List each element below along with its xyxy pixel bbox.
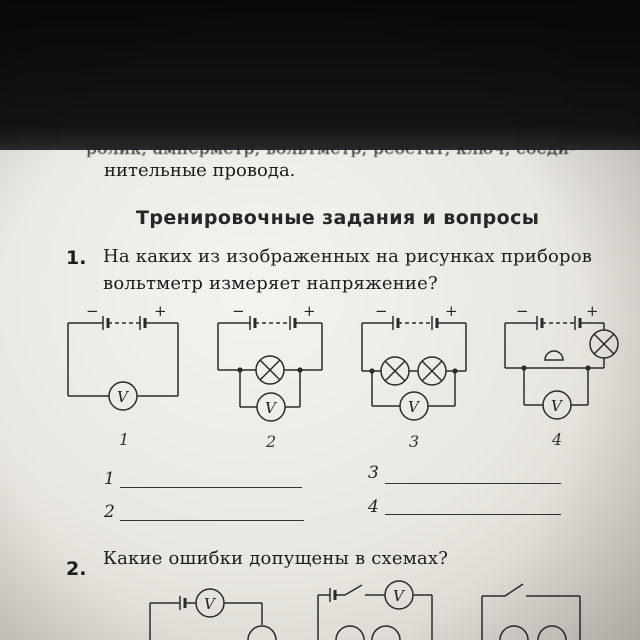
question-1-number: 1. [66,247,87,269]
q2-circuit-1: V [149,588,277,640]
answer-label-4: 4 [368,497,379,517]
voltmeter-icon [537,625,567,640]
voltmeter-symbol: V [393,587,406,605]
figure-label-3: 3 [409,432,420,451]
figure-label-2: 2 [266,432,277,451]
circuit-4: V − + [504,302,619,420]
plus-sign: + [445,302,458,320]
plus-sign: + [586,302,599,320]
answer-label-1: 1 [104,469,115,489]
voltmeter-symbol: V [551,397,564,415]
lamp-icon [247,625,277,640]
shadow-area [0,0,640,150]
circuit-1: V − + [67,302,179,411]
plus-sign: + [303,302,316,320]
voltmeter-symbol: V [408,398,421,416]
figure-label-1: 1 [119,430,130,449]
minus-sign: − [375,302,388,320]
section-heading: Тренировочные задания и вопросы [136,207,540,229]
intro-text-line: нительные провода. [104,160,296,181]
question-1-text-line-2: вольтметр измеряет напряжение? [103,273,438,294]
voltmeter-symbol: V [265,399,278,417]
answer-label-3: 3 [368,463,379,483]
lamp-icon [499,625,529,640]
figure-label-4: 4 [552,430,563,449]
answer-line-2[interactable] [120,520,304,521]
switch-icon [504,583,524,597]
switch-icon [344,584,363,596]
voltmeter-icon [399,391,429,421]
answer-line-4[interactable] [385,514,561,515]
lamp-icon [371,625,401,640]
circuit-3: V − + [361,302,467,421]
question-2-text: Какие ошибки допущены в схемах? [103,548,449,569]
answer-line-1[interactable] [120,487,302,488]
answer-label-2: 2 [104,502,115,522]
circuit-2: V − + [217,302,323,422]
voltmeter-icon [542,390,572,420]
answer-line-3[interactable] [385,483,561,484]
lamp-icon [335,625,365,640]
voltmeter-symbol: V [204,595,217,613]
voltmeter-icon [256,392,286,422]
question-2-number: 2. [66,558,87,580]
plus-sign: + [154,302,167,320]
bell-icon [544,350,564,361]
minus-sign: − [232,302,245,320]
q2-circuit-3 [481,583,581,640]
question-1-text-line-1: На каких из изображенных на рисунках при… [103,246,593,267]
q2-circuit-2: V [317,580,433,640]
minus-sign: − [516,302,529,320]
voltmeter-symbol: V [117,388,130,406]
minus-sign: − [86,302,99,320]
voltmeter-icon [108,381,138,411]
cut-off-text-line: ролик, амперметр, вольтметр, реостат, кл… [86,139,576,157]
